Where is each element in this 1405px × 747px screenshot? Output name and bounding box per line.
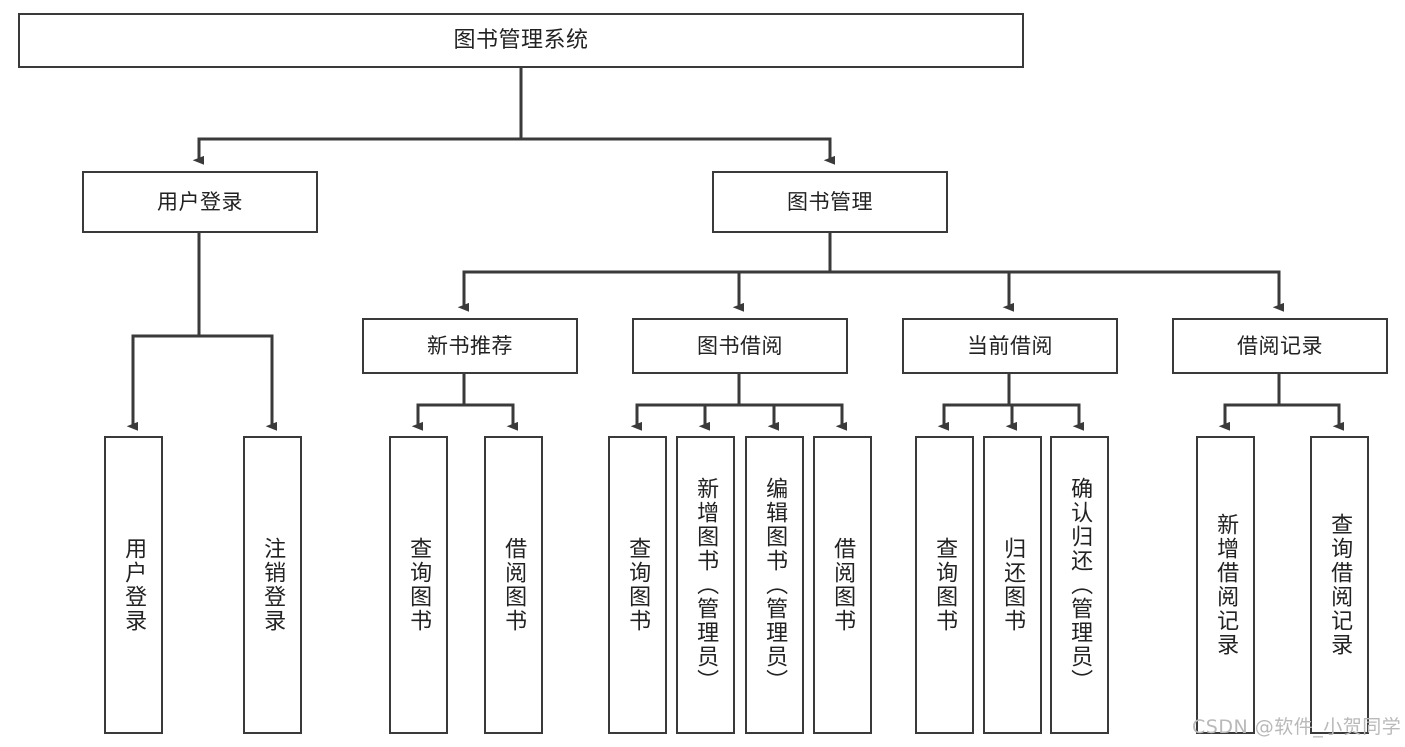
leaf-borrow-book[interactable]: 借阅图书 bbox=[813, 436, 872, 734]
leaf-add-book-admin[interactable]: 新增图书（管理员） bbox=[676, 436, 735, 734]
node-user-login[interactable]: 用户登录 bbox=[82, 171, 318, 233]
node-label: 借阅记录 bbox=[1237, 333, 1323, 358]
node-label: 确认归还（管理员） bbox=[1067, 477, 1093, 693]
node-label: 新增借阅记录 bbox=[1213, 513, 1239, 657]
node-label: 借阅图书 bbox=[830, 537, 856, 633]
leaf-user-login[interactable]: 用户登录 bbox=[104, 436, 163, 734]
node-label: 查询图书 bbox=[625, 537, 651, 633]
node-label: 用户登录 bbox=[157, 189, 243, 214]
leaf-borrow-book-recommend[interactable]: 借阅图书 bbox=[484, 436, 543, 734]
node-label: 编辑图书（管理员） bbox=[762, 477, 788, 693]
leaf-user-logout[interactable]: 注销登录 bbox=[243, 436, 302, 734]
node-label: 查询借阅记录 bbox=[1327, 513, 1353, 657]
node-borrow-records[interactable]: 借阅记录 bbox=[1172, 318, 1388, 374]
csdn-watermark: CSDN @软件_小贺同学 bbox=[1192, 716, 1402, 738]
node-current-borrow[interactable]: 当前借阅 bbox=[902, 318, 1118, 374]
node-label: 当前借阅 bbox=[967, 333, 1053, 358]
leaf-edit-book-admin[interactable]: 编辑图书（管理员） bbox=[745, 436, 804, 734]
node-label: 借阅图书 bbox=[501, 537, 527, 633]
leaf-confirm-return-admin[interactable]: 确认归还（管理员） bbox=[1050, 436, 1109, 734]
node-book-borrow[interactable]: 图书借阅 bbox=[632, 318, 848, 374]
node-label: 图书管理 bbox=[787, 189, 873, 214]
node-label: 查询图书 bbox=[406, 537, 432, 633]
node-label: 新书推荐 bbox=[427, 333, 513, 358]
node-label: 图书管理系统 bbox=[453, 27, 589, 53]
leaf-add-borrow-record[interactable]: 新增借阅记录 bbox=[1196, 436, 1255, 734]
node-label: 查询图书 bbox=[932, 537, 958, 633]
node-label: 注销登录 bbox=[260, 537, 286, 633]
node-label: 用户登录 bbox=[121, 537, 147, 633]
node-new-book-recommend[interactable]: 新书推荐 bbox=[362, 318, 578, 374]
node-label: 归还图书 bbox=[1000, 537, 1026, 633]
node-root-system[interactable]: 图书管理系统 bbox=[18, 13, 1024, 68]
leaf-query-borrow-record[interactable]: 查询借阅记录 bbox=[1310, 436, 1369, 734]
node-label: 图书借阅 bbox=[697, 333, 783, 358]
leaf-return-book[interactable]: 归还图书 bbox=[983, 436, 1042, 734]
node-label: 新增图书（管理员） bbox=[693, 477, 719, 693]
node-book-management[interactable]: 图书管理 bbox=[712, 171, 948, 233]
leaf-query-book-recommend[interactable]: 查询图书 bbox=[389, 436, 448, 734]
leaf-query-book-current[interactable]: 查询图书 bbox=[915, 436, 974, 734]
leaf-query-book-borrow[interactable]: 查询图书 bbox=[608, 436, 667, 734]
